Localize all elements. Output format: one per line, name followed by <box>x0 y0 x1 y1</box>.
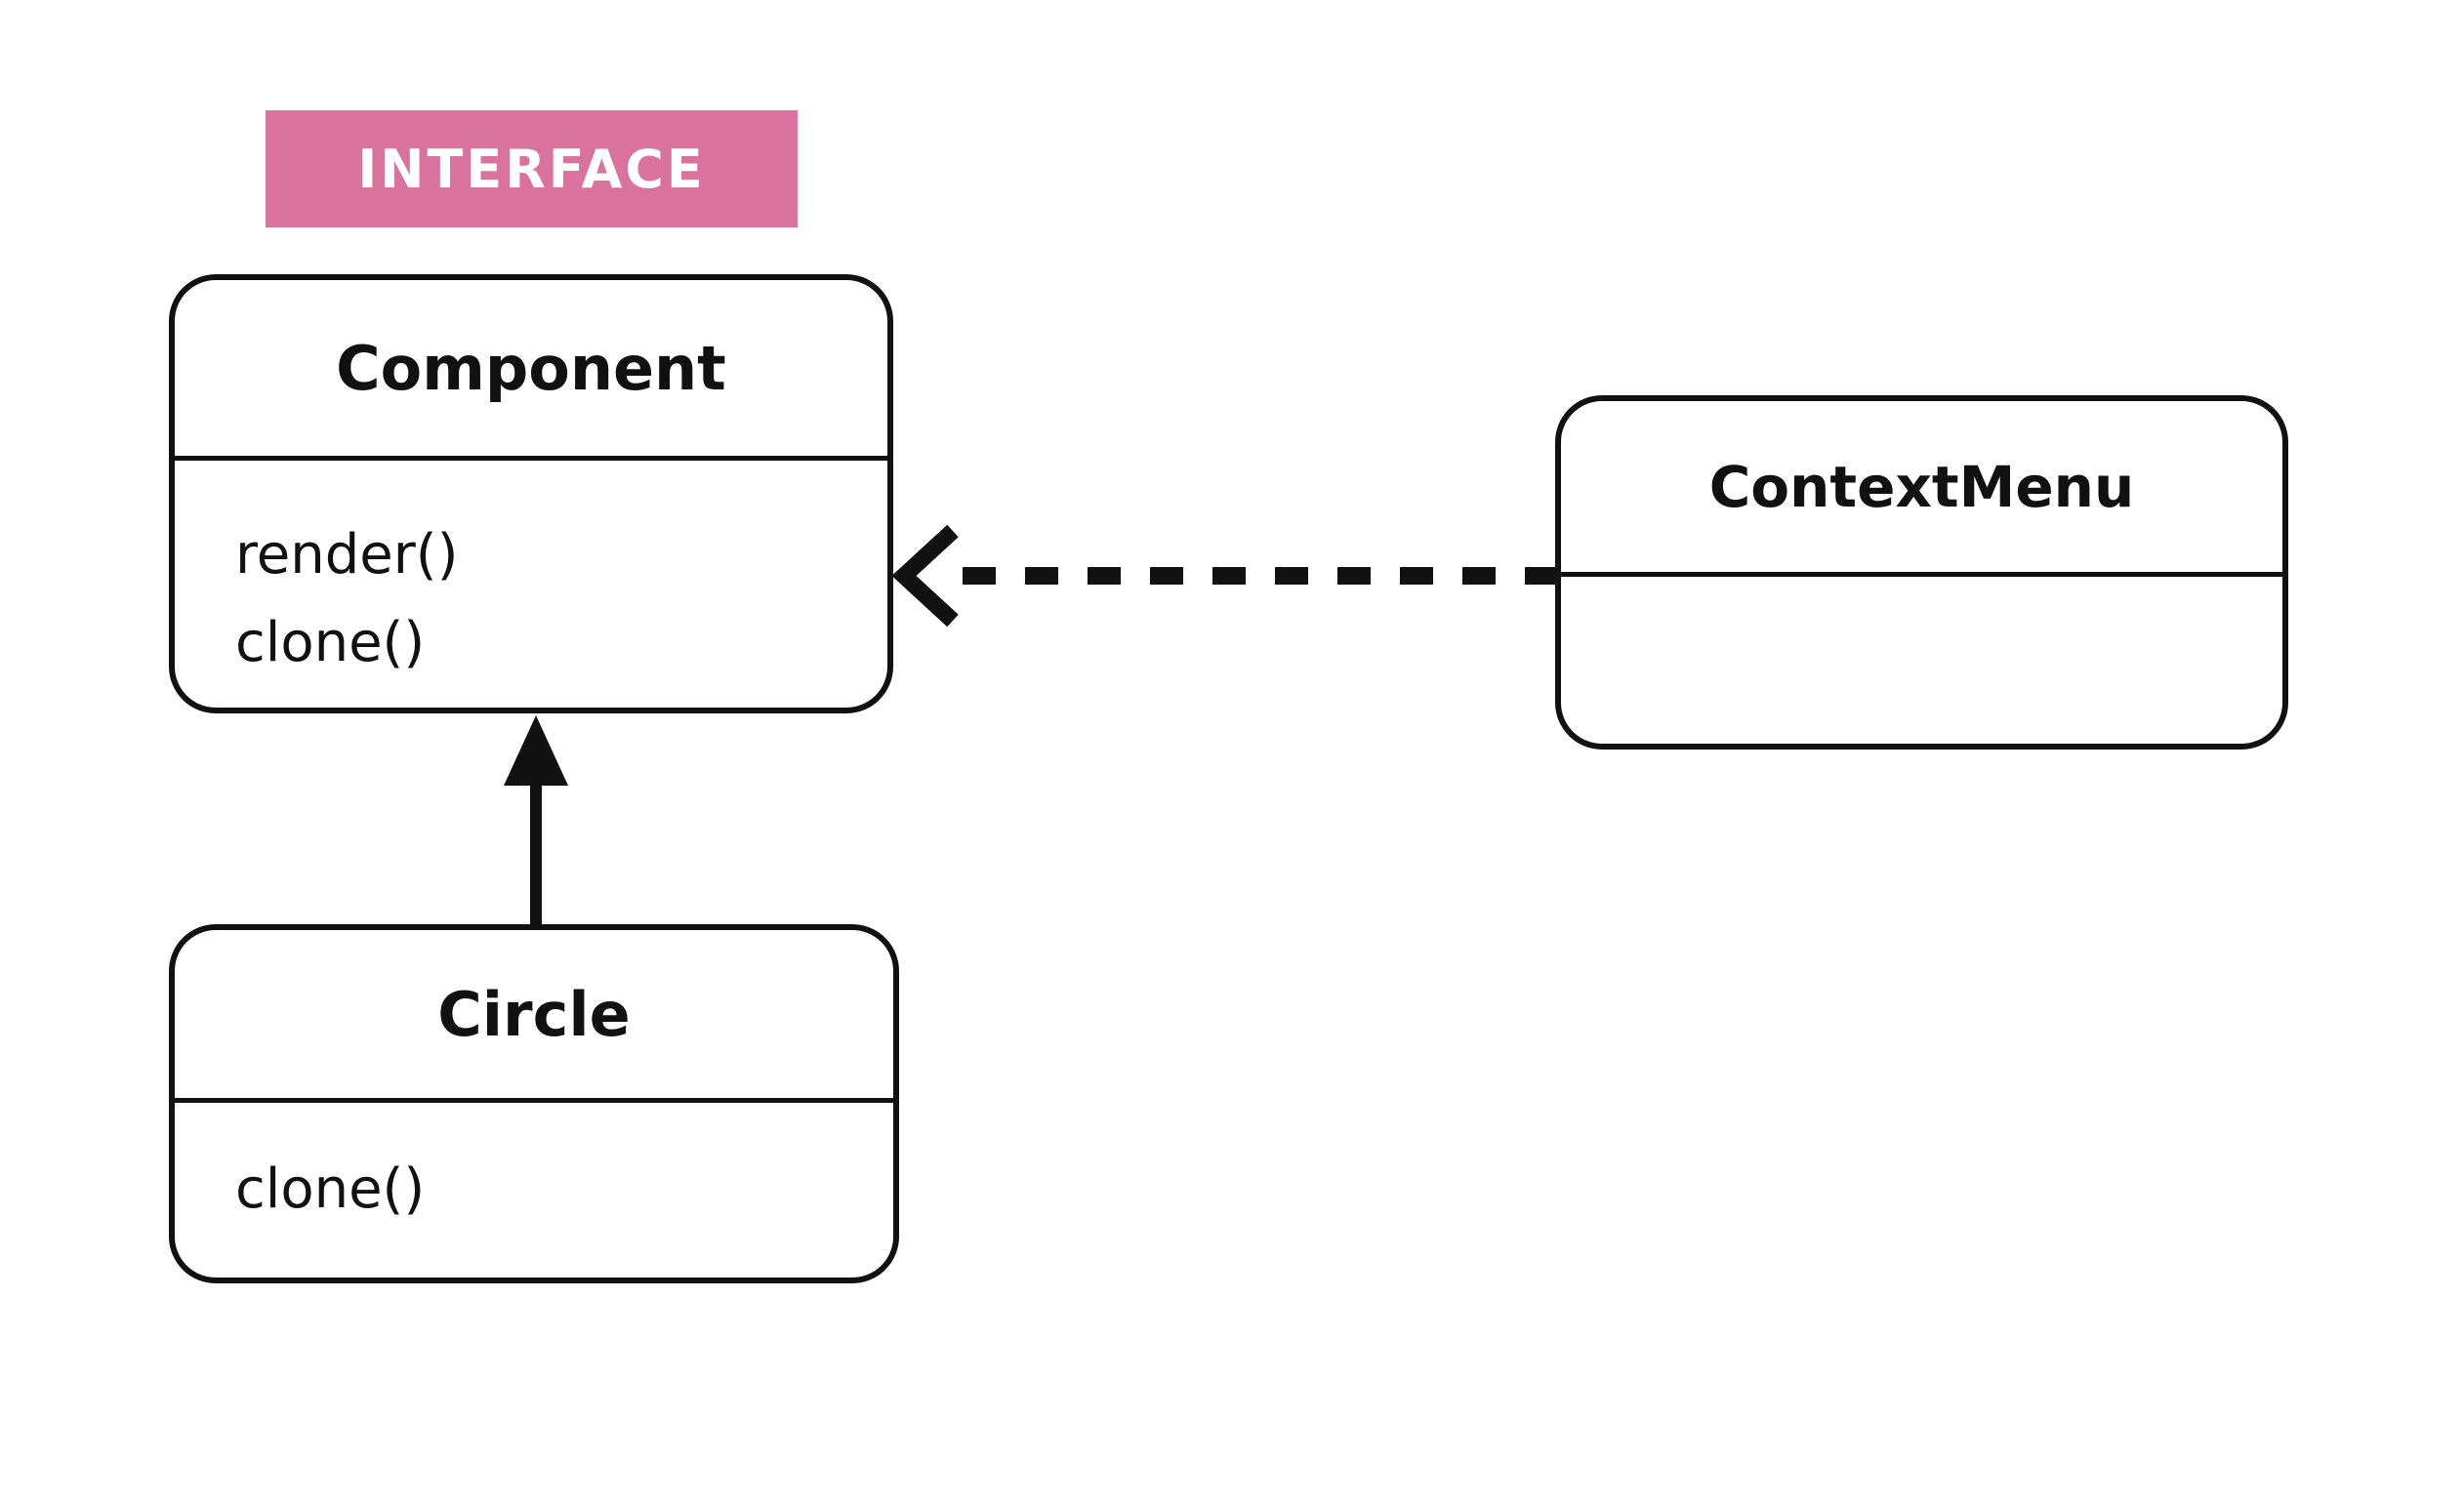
class-box-component: Component render() clone() <box>169 274 893 713</box>
class-methods-component: render() clone() <box>175 461 887 687</box>
arrowhead-left-icon <box>891 524 959 628</box>
class-methods-circle: clone() <box>175 1103 893 1234</box>
method-clone-circle: clone() <box>235 1157 426 1221</box>
dashed-arrow-contextmenu-to-component <box>891 524 1558 628</box>
solid-arrow-circle-to-component <box>504 715 568 926</box>
arrowhead-up-icon <box>504 715 568 786</box>
class-box-contextmenu: ContextMenu <box>1555 395 2288 750</box>
interface-badge: INTERFACE <box>266 110 798 227</box>
method-render: render() <box>235 523 459 587</box>
class-box-circle: Circle clone() <box>169 924 899 1283</box>
class-title-circle: Circle <box>175 930 893 1103</box>
class-title-contextmenu: ContextMenu <box>1561 401 2282 577</box>
class-title-component: Component <box>175 280 887 461</box>
method-clone: clone() <box>235 611 426 674</box>
